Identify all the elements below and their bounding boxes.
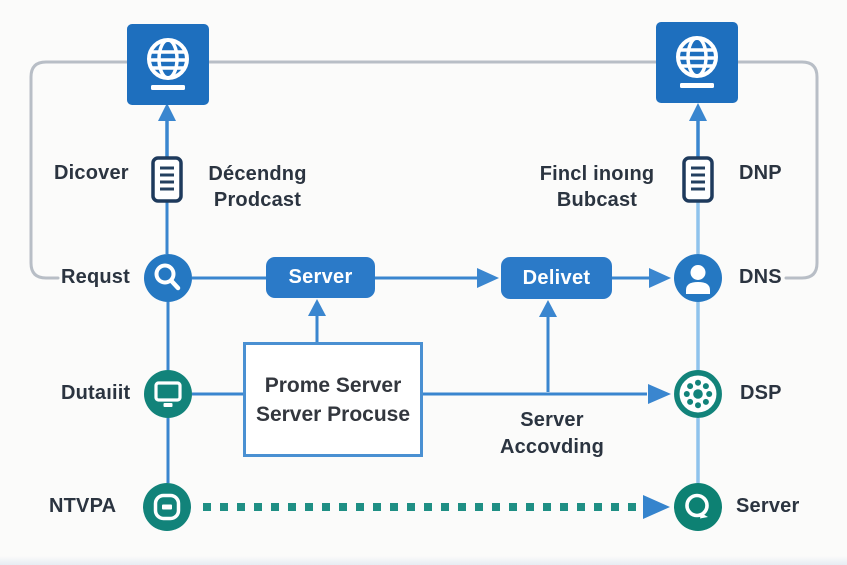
- label-descending-prodcast: Décendng Prodcast: [190, 161, 325, 213]
- arrowhead-up-left: [158, 103, 176, 121]
- arrowhead-dotted-to-server: [643, 495, 670, 519]
- process-box: Prome Server Server Procuse: [243, 342, 423, 457]
- label-accovding-line1: Server: [520, 409, 584, 431]
- deliver-button-label: Delivet: [522, 266, 591, 289]
- label-dsp: DSP: [740, 382, 782, 404]
- ntvpa-node: [143, 483, 191, 531]
- process-box-line1: Prome Server: [264, 373, 402, 397]
- document-icon: [151, 156, 183, 203]
- server-button-label: Server: [288, 266, 353, 288]
- monitor-icon: [154, 381, 182, 407]
- bottom-shadow-strip: [0, 556, 847, 565]
- document-icon: [682, 156, 714, 203]
- label-accovding-line2: Accovding: [499, 436, 605, 458]
- arrowhead-to-dsp: [648, 384, 671, 404]
- callout-outline: [29, 60, 819, 280]
- label-dns: DNS: [739, 266, 782, 288]
- user-icon: [686, 265, 710, 294]
- label-requst: Requst: [61, 266, 130, 288]
- server-button-node: Server: [266, 257, 375, 298]
- arrowhead-to-dns: [649, 268, 671, 288]
- label-fincl-bubcast: Fincl inoıng Bubcast: [522, 161, 672, 213]
- label-fincl-line2: Bubcast: [556, 189, 638, 211]
- label-dnp: DNP: [739, 162, 782, 184]
- process-box-line2: Server Procuse: [255, 402, 411, 426]
- document-node-left: [151, 156, 183, 203]
- label-fincl-line1: Fincl inoıng: [539, 163, 655, 185]
- label-dutaiit: Dutaıiit: [61, 382, 131, 404]
- label-server-accovding: Server Accovding: [486, 407, 618, 461]
- arrowhead-to-deliver: [477, 268, 499, 288]
- dial-dots-icon: [674, 370, 722, 418]
- label-dicover: Dicover: [54, 162, 129, 184]
- label-server-bottom-right: Server: [736, 495, 800, 517]
- label-descending-line1: Décendng: [208, 163, 307, 185]
- label-ntvpa: NTVPA: [49, 495, 117, 517]
- document-node-right: [682, 156, 714, 203]
- internet-node-right: [656, 22, 738, 103]
- globe-icon: [147, 37, 189, 90]
- minus-badge-icon: [153, 493, 181, 521]
- chat-search-icon: [685, 493, 709, 519]
- dsp-node: [674, 370, 722, 418]
- globe-icon: [676, 35, 718, 88]
- deliver-button-node: Delivet: [501, 257, 612, 299]
- monitor-node: [144, 370, 192, 418]
- arrowhead-box-to-serverbtn: [308, 299, 326, 316]
- dns-user-node: [674, 254, 722, 302]
- search-icon: [154, 263, 181, 291]
- label-descending-line2: Prodcast: [213, 189, 302, 211]
- arrowhead-up-right: [689, 103, 707, 121]
- internet-node-left: [127, 24, 209, 105]
- server-node: [674, 483, 722, 531]
- search-node: [144, 254, 192, 302]
- arrowhead-branch-to-deliver: [539, 300, 557, 317]
